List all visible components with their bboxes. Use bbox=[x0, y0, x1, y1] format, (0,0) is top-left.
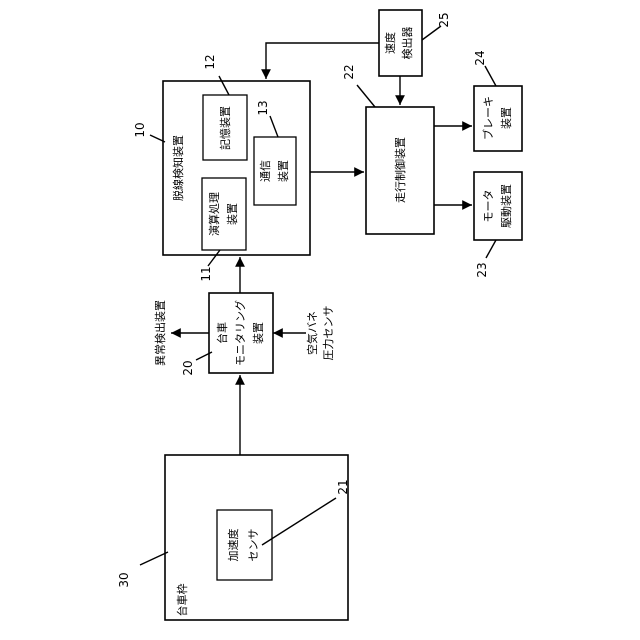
speed-detector-block: 速度 検出器 bbox=[379, 10, 422, 76]
ref-30: 30 bbox=[117, 572, 131, 587]
processor-line1: 演算処理 bbox=[207, 192, 221, 236]
speed-detector-line1: 速度 bbox=[383, 32, 397, 54]
processor-block: 演算処理 装置 bbox=[202, 178, 246, 250]
ref-25: 25 bbox=[437, 12, 451, 27]
ref-23: 23 bbox=[475, 262, 489, 277]
bogie-monitoring-line1: 台車 bbox=[215, 322, 229, 344]
bogie-frame-label: 台車枠 bbox=[175, 584, 189, 617]
air-spring-sensor-line2: 圧力センサ bbox=[322, 306, 335, 361]
bogie-monitoring-line2: モニタリング bbox=[233, 300, 247, 366]
brake-line1: ブレーキ bbox=[481, 96, 495, 140]
accel-sensor-line1: 加速度 bbox=[226, 529, 240, 562]
brake-block: ブレーキ 装置 bbox=[474, 86, 522, 151]
accel-sensor-block: 加速度 センサ bbox=[217, 510, 272, 580]
ref-20: 20 bbox=[181, 360, 195, 375]
motor-drive-line1: モータ bbox=[482, 190, 495, 223]
travel-control-block: 走行制御装置 bbox=[366, 107, 434, 234]
comm-device-block: 通信 装置 bbox=[254, 137, 296, 205]
motor-drive-line2: 駆動装置 bbox=[499, 184, 513, 228]
bogie-monitoring-line3: 装置 bbox=[252, 322, 265, 344]
storage-device-block: 記憶装置 bbox=[203, 95, 247, 160]
air-spring-sensor-line1: 空気バネ bbox=[305, 311, 319, 355]
processor-line2: 装置 bbox=[226, 203, 239, 225]
motor-drive-block: モータ 駆動装置 bbox=[474, 172, 522, 240]
derail-detector-label: 脱線検知装置 bbox=[171, 135, 185, 201]
brake-line2: 装置 bbox=[500, 107, 513, 129]
speed-detector-line2: 検出器 bbox=[400, 27, 414, 60]
comm-device-line1: 通信 bbox=[259, 160, 272, 182]
comm-device-line2: 装置 bbox=[277, 160, 290, 182]
ref-13: 13 bbox=[256, 100, 270, 115]
ref-10: 10 bbox=[133, 122, 147, 137]
ref-22: 22 bbox=[342, 64, 356, 79]
ref-21: 21 bbox=[336, 479, 350, 494]
ref-12: 12 bbox=[203, 54, 217, 69]
travel-control-label: 走行制御装置 bbox=[393, 137, 407, 203]
accel-sensor-line2: センサ bbox=[247, 529, 260, 562]
bogie-monitoring-block: 台車 モニタリング 装置 bbox=[209, 293, 273, 373]
ref-11: 11 bbox=[199, 266, 213, 281]
storage-device-label: 記憶装置 bbox=[218, 106, 232, 150]
anomaly-detector-label: 異常検出装置 bbox=[153, 300, 167, 366]
ref-24: 24 bbox=[473, 50, 487, 65]
